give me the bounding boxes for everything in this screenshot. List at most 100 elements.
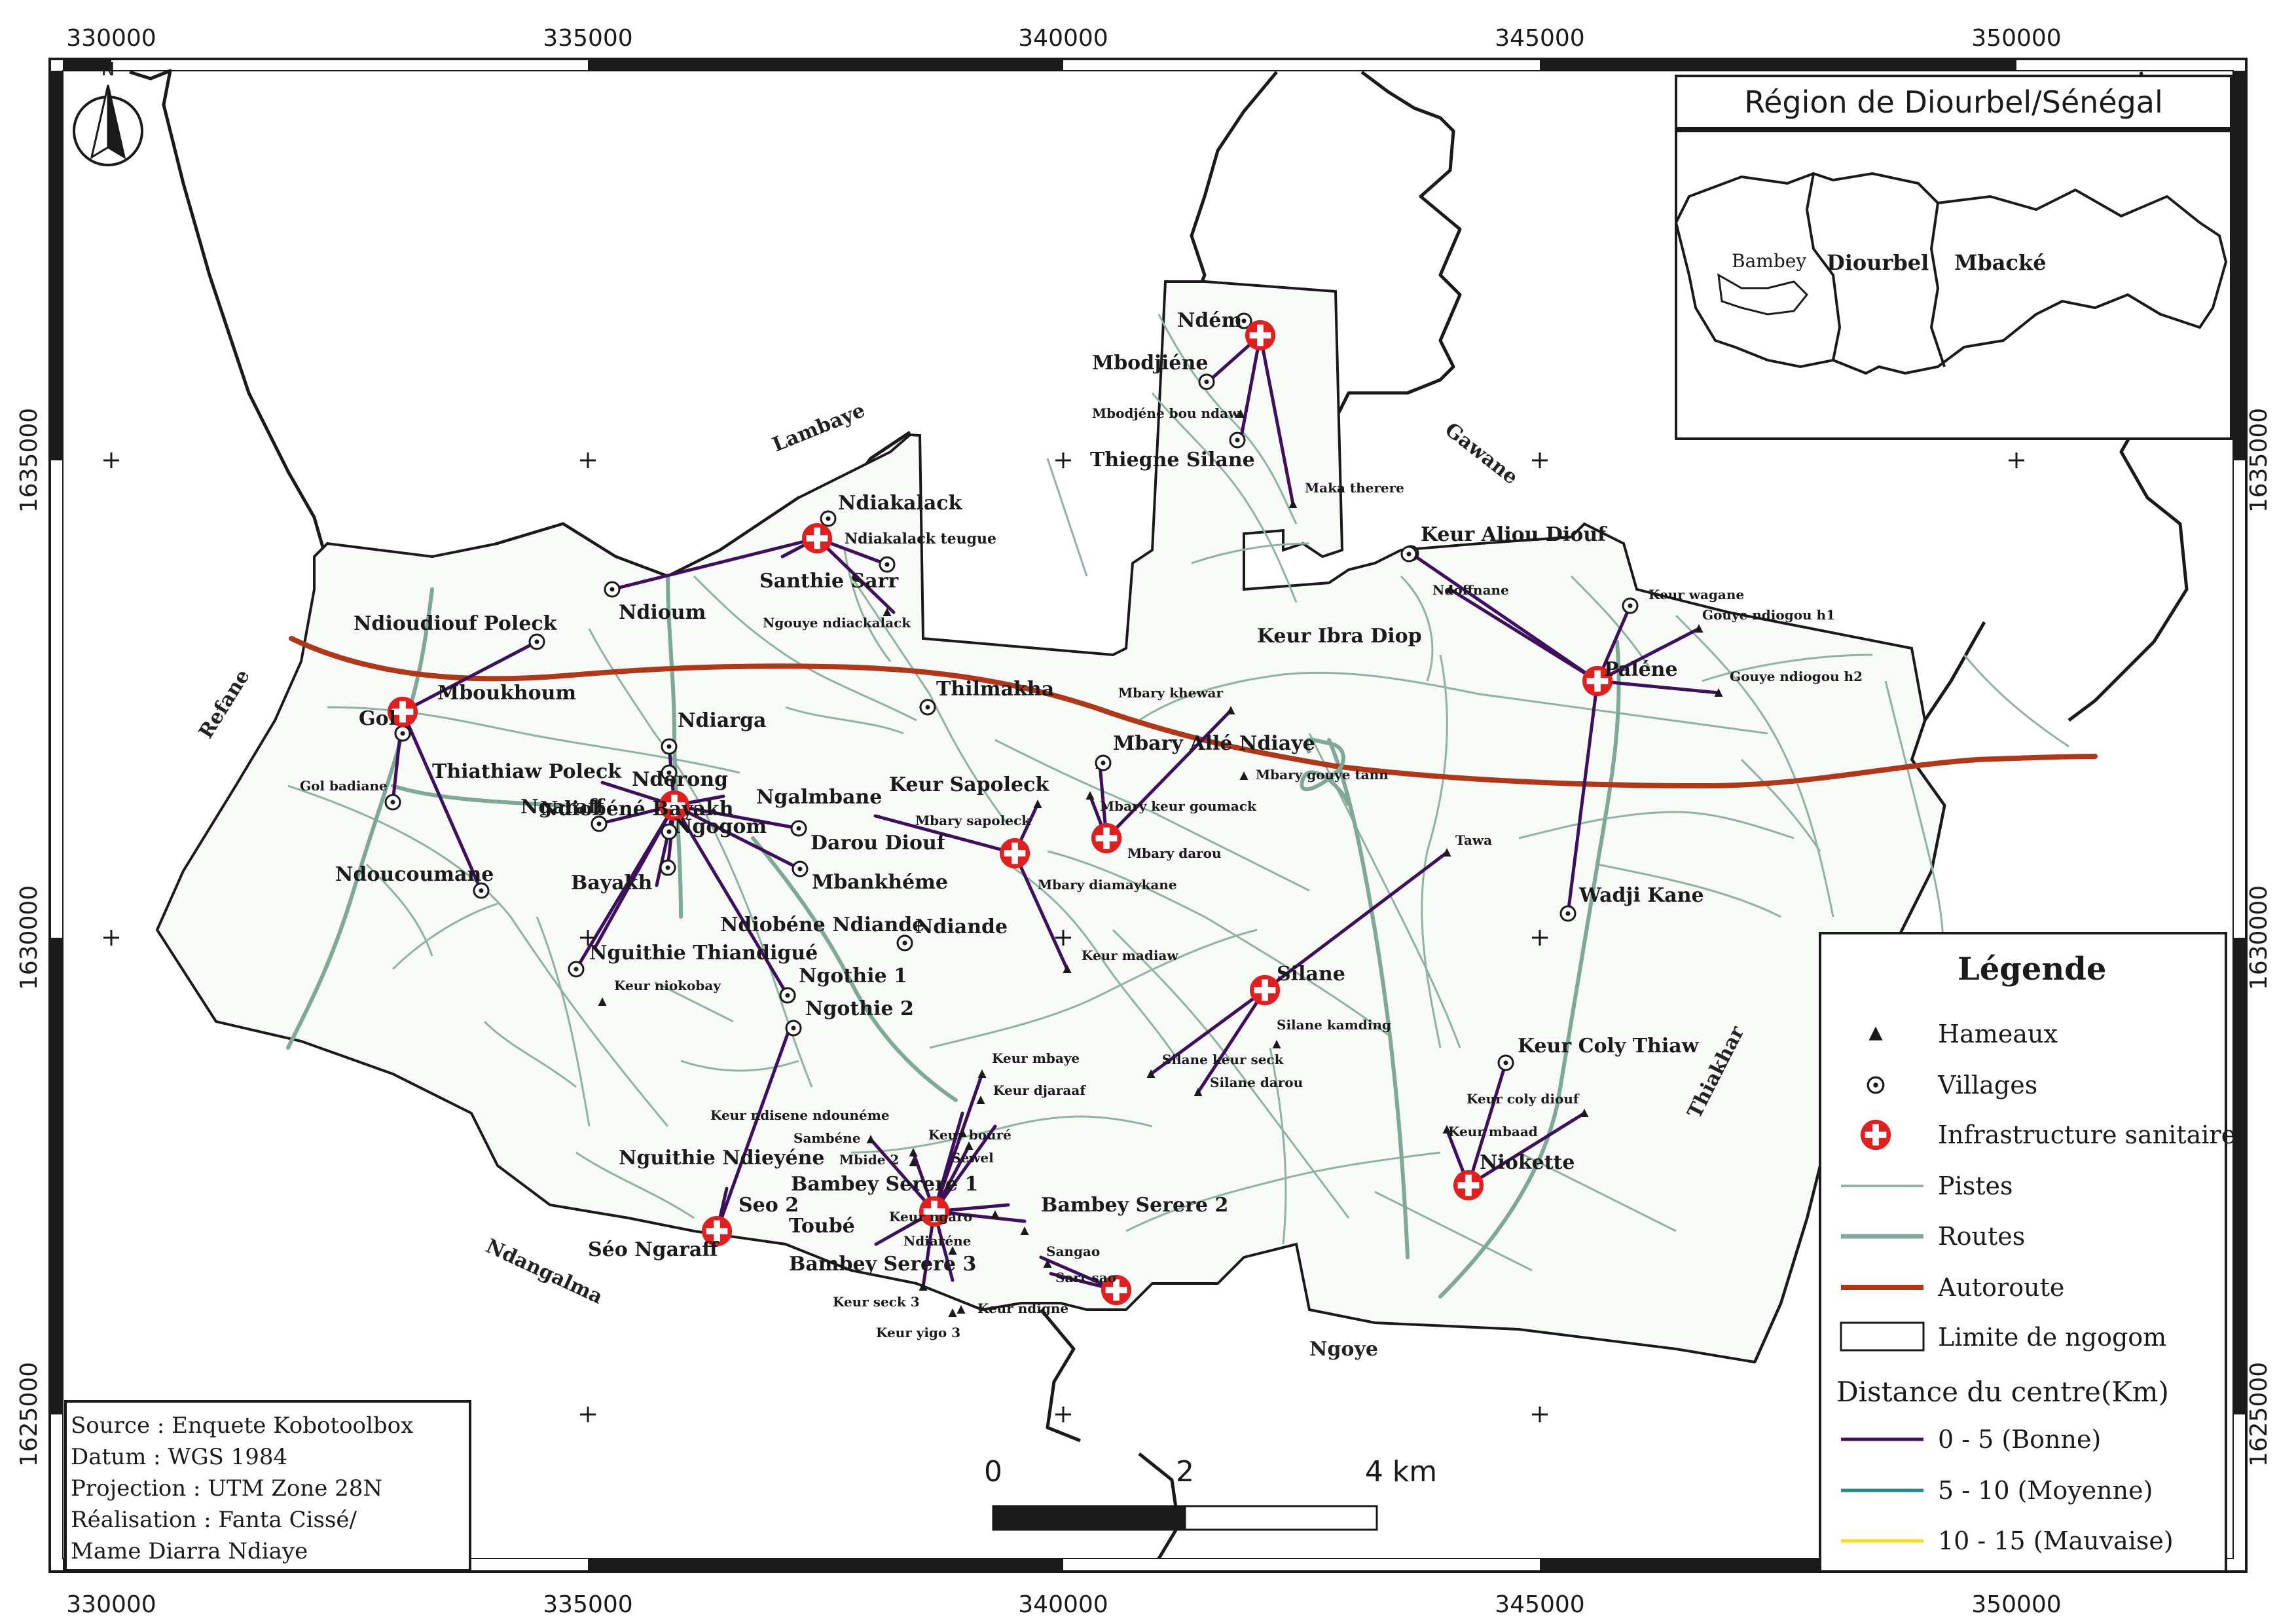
legend-item: Pistes [1938, 1172, 2013, 1200]
village-label: Bayakh [571, 872, 652, 895]
legend-item: Limite de ngogom [1938, 1323, 2166, 1352]
y-coordinate-right: 1630000 [2246, 885, 2272, 990]
village-icon [792, 860, 809, 877]
village-icon [896, 934, 913, 951]
legend-item: Villages [1937, 1071, 2037, 1099]
hamlet-label: Keur mbaad [1448, 1124, 1538, 1139]
autoroute [289, 636, 2098, 789]
village-label: Ndorong [632, 768, 728, 791]
x-coordinate-bottom: 330000 [66, 1591, 156, 1618]
village-label: Bambey Serere 3 [789, 1253, 976, 1276]
health-facility-icon [999, 838, 1030, 869]
village-label: Ndoucoumane [335, 863, 494, 886]
x-coordinate-top: 330000 [66, 25, 156, 52]
hamlet-label: Keur wagane [1649, 587, 1744, 602]
y-coordinate-right: 1635000 [2246, 408, 2272, 513]
village-icon [604, 581, 621, 598]
scale-label: 0 [984, 1455, 1002, 1488]
village-label: Thiathiaw Poleck [432, 760, 622, 783]
legend-item: Autoroute [1937, 1273, 2064, 1302]
grid-crosses [103, 452, 2024, 1422]
hamlet-label: Ndoffnane [1432, 582, 1509, 598]
legend: Légende Hameaux Villages Infrastructure … [1819, 932, 2236, 1573]
hamlet-label: Keur yigo 3 [876, 1325, 960, 1340]
hamlet-label: Keur mbaye [992, 1050, 1080, 1066]
pistes-network [287, 314, 2069, 1272]
village-icon [1198, 373, 1215, 390]
village-label: Toubé [789, 1215, 855, 1238]
frame-tick-bars [50, 59, 2246, 1572]
village-label: Nguithie Thiandigué [589, 942, 818, 965]
x-coordinate-bottom: 350000 [1971, 1591, 2061, 1618]
hamlet-label: Silane keur seck [1162, 1052, 1285, 1067]
village-label: Ndioum [619, 601, 706, 624]
village-label: Ngothie 2 [805, 997, 914, 1020]
village-label: Keur Sapoleck [889, 773, 1049, 796]
legend-item: Infrastructure sanitaire [1938, 1120, 2236, 1149]
village-label: Seo 2 [738, 1194, 799, 1217]
village-label: Mboukhoum [437, 682, 576, 705]
hamlet-label: Sarr sao [1055, 1270, 1116, 1285]
hamlet-label: Mbide 2 [839, 1152, 899, 1168]
x-coordinate-top: 335000 [543, 25, 632, 52]
source-box: Source : Enquete Kobotoolbox Datum : WGS… [64, 1400, 471, 1572]
village-icon [785, 1020, 802, 1037]
village-label: Mbodjiéne [1092, 352, 1208, 375]
hamlet-label: Keur coly diouf [1467, 1091, 1580, 1107]
village-label: Santhie Sarr [759, 570, 899, 593]
y-coordinate-right: 1625000 [2246, 1362, 2272, 1467]
village-icon [1229, 432, 1246, 449]
village-icon [919, 699, 936, 716]
legend-item: Routes [1938, 1222, 2025, 1251]
village-label: Ndiobéne Ndiande [720, 913, 924, 936]
inset-label: Bambey [1732, 250, 1806, 272]
village-label: Ndiande [915, 915, 1008, 938]
inset-label: Diourbel [1827, 250, 1929, 275]
village-icon [820, 510, 837, 527]
hamlet-label: Sangao [1046, 1244, 1100, 1259]
x-coordinate-bottom: 340000 [1018, 1591, 1108, 1618]
hamlet-label: Mbary keur goumack [1100, 798, 1257, 814]
source-line: Réalisation : Fanta Cissé/ [71, 1507, 357, 1533]
village-label: Silane [1277, 963, 1345, 986]
village-label: Ndém [1177, 309, 1242, 332]
health-facility-icon [1245, 320, 1276, 351]
village-icon [1622, 597, 1639, 614]
village-label: Wadji Kane [1578, 884, 1704, 907]
village-icon [659, 859, 676, 876]
legend-title: Légende [1958, 951, 2106, 987]
hamlet-label: Keur djaraaf [993, 1082, 1086, 1098]
hamlet-label: Maka therere [1305, 480, 1404, 496]
village-label: Ndiarga [678, 709, 766, 732]
scale-label: 4 km [1365, 1455, 1437, 1488]
scale-bar: 0 2 4 km [984, 1455, 1437, 1531]
interchange [1300, 737, 1351, 807]
hamlet-label: Séwel [951, 1150, 994, 1166]
village-label: Ngaraff [520, 796, 606, 819]
village-icon [394, 725, 411, 742]
health-facility-icon [1453, 1170, 1484, 1201]
region-label: Ngoye [1309, 1338, 1378, 1361]
village-label: Ngothie 1 [799, 965, 907, 987]
source-line: Datum : WGS 1984 [71, 1444, 287, 1470]
hamlet-label: Mbary diamaykane [1038, 877, 1177, 893]
y-coordinate-left: 1625000 [16, 1362, 43, 1467]
hamlet-label: Mbary sapoleck [915, 813, 1031, 828]
village-icon [528, 633, 545, 650]
village-icon [1559, 905, 1576, 922]
health-facility-icon [1091, 822, 1122, 854]
legend-distance-item: 5 - 10 (Moyenne) [1938, 1476, 2153, 1505]
routes-network [286, 574, 1621, 1299]
hamlet-label: Keur madiaw [1082, 948, 1178, 963]
village-icon [568, 961, 585, 978]
village-label: Thiegne Silane [1090, 449, 1255, 471]
hamlet-label: Keur ndigne [977, 1301, 1068, 1316]
village-label: Keur Coly Thiaw [1518, 1035, 1700, 1058]
village-icon [1400, 545, 1417, 563]
hamlet-label: Mbary khewar [1118, 685, 1224, 701]
x-coordinate-top: 340000 [1018, 25, 1108, 52]
y-coordinate-left: 1635000 [16, 408, 43, 513]
x-coordinate-top: 345000 [1495, 25, 1584, 52]
village-icon [1497, 1054, 1514, 1071]
